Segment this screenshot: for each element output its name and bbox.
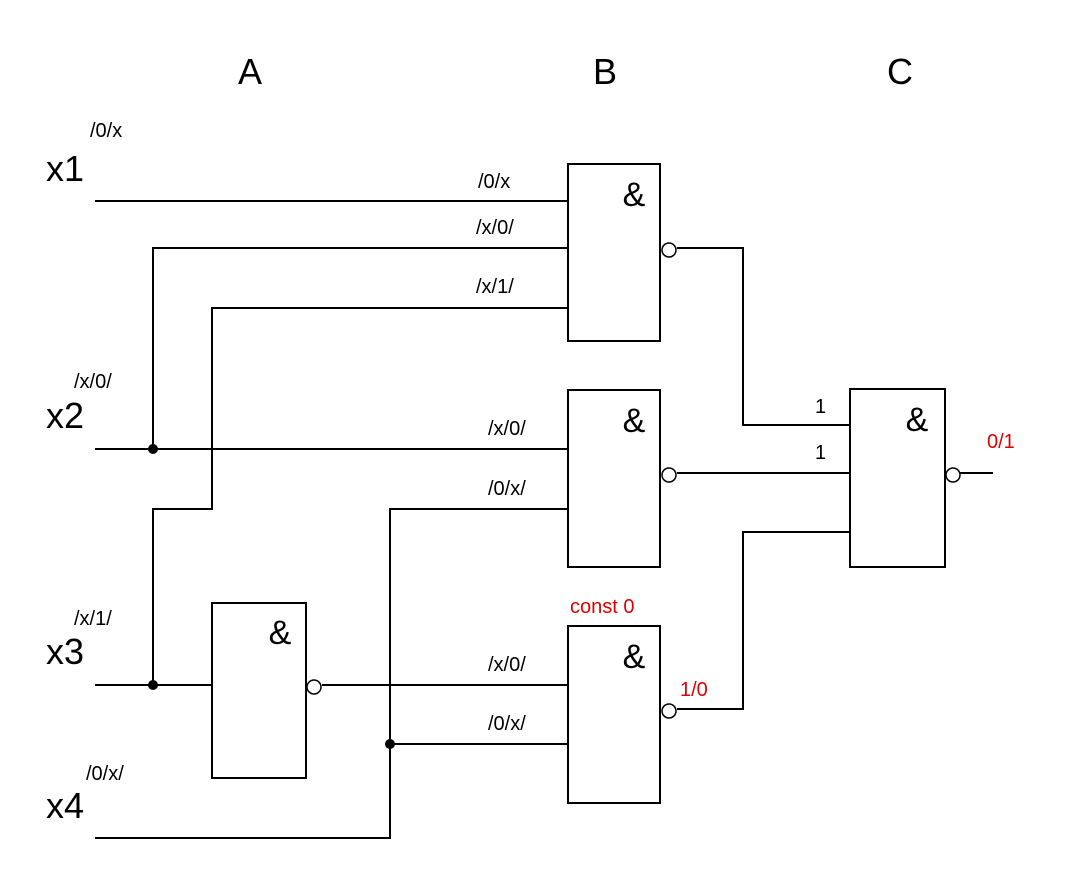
b3-fault-label: const 0 [570, 596, 634, 618]
wire-b1-out [677, 247, 850, 426]
b1-input2-value: /x/0/ [476, 217, 514, 239]
gate-c: & [849, 388, 961, 568]
gate-b2-inverter-bubble [661, 467, 677, 483]
gate-a-symbol: & [269, 614, 292, 652]
column-label-a: A [238, 51, 262, 92]
gate-b3: & [567, 625, 677, 804]
gate-c-symbol: & [906, 401, 929, 439]
junction-x4 [385, 739, 395, 749]
gate-b3-inverter-bubble [661, 703, 677, 719]
b2-input1-value: /x/0/ [488, 418, 526, 440]
gate-b1-inverter-bubble [661, 242, 677, 258]
input-test-x2: /x/0/ [74, 371, 112, 393]
wire-x3-branch [152, 307, 568, 685]
junction-x2 [148, 444, 158, 454]
b2-input2-value: /0/x/ [488, 478, 526, 500]
wire-x4 [95, 508, 568, 839]
b3-input2-value: /0/x/ [488, 713, 526, 735]
c-input1-value: 1 [815, 396, 826, 418]
gate-a: & [211, 602, 322, 779]
wires [95, 200, 993, 839]
column-label-b: B [593, 51, 617, 92]
input-label-x1: x1 [46, 148, 84, 189]
input-test-x3: /x/1/ [74, 608, 112, 630]
gate-b1-symbol: & [623, 176, 646, 214]
c-input2-value: 1 [815, 442, 826, 464]
wire-x2-branch [152, 247, 568, 449]
input-label-x2: x2 [46, 395, 84, 436]
column-label-c: C [887, 51, 913, 92]
b1-input1-value: /0/x [478, 171, 510, 193]
junction-x3 [148, 680, 158, 690]
gate-c-inverter-bubble [945, 467, 961, 483]
gate-a-inverter-bubble [306, 679, 322, 695]
gate-b3-symbol: & [623, 638, 646, 676]
c-output-value: 0/1 [987, 431, 1015, 453]
wire-b3-out [677, 531, 850, 710]
gate-b2-symbol: & [623, 402, 646, 440]
gate-b1: & [567, 163, 677, 342]
b3-input1-value: /x/0/ [488, 654, 526, 676]
input-label-x3: x3 [46, 631, 84, 672]
input-label-x4: x4 [46, 785, 84, 826]
input-test-x1: /0/x [90, 120, 122, 142]
b1-input3-value: /x/1/ [476, 276, 514, 298]
b3-output-value: 1/0 [680, 679, 708, 701]
input-test-x4: /0/x/ [86, 763, 124, 785]
gate-b2: & [567, 389, 677, 568]
